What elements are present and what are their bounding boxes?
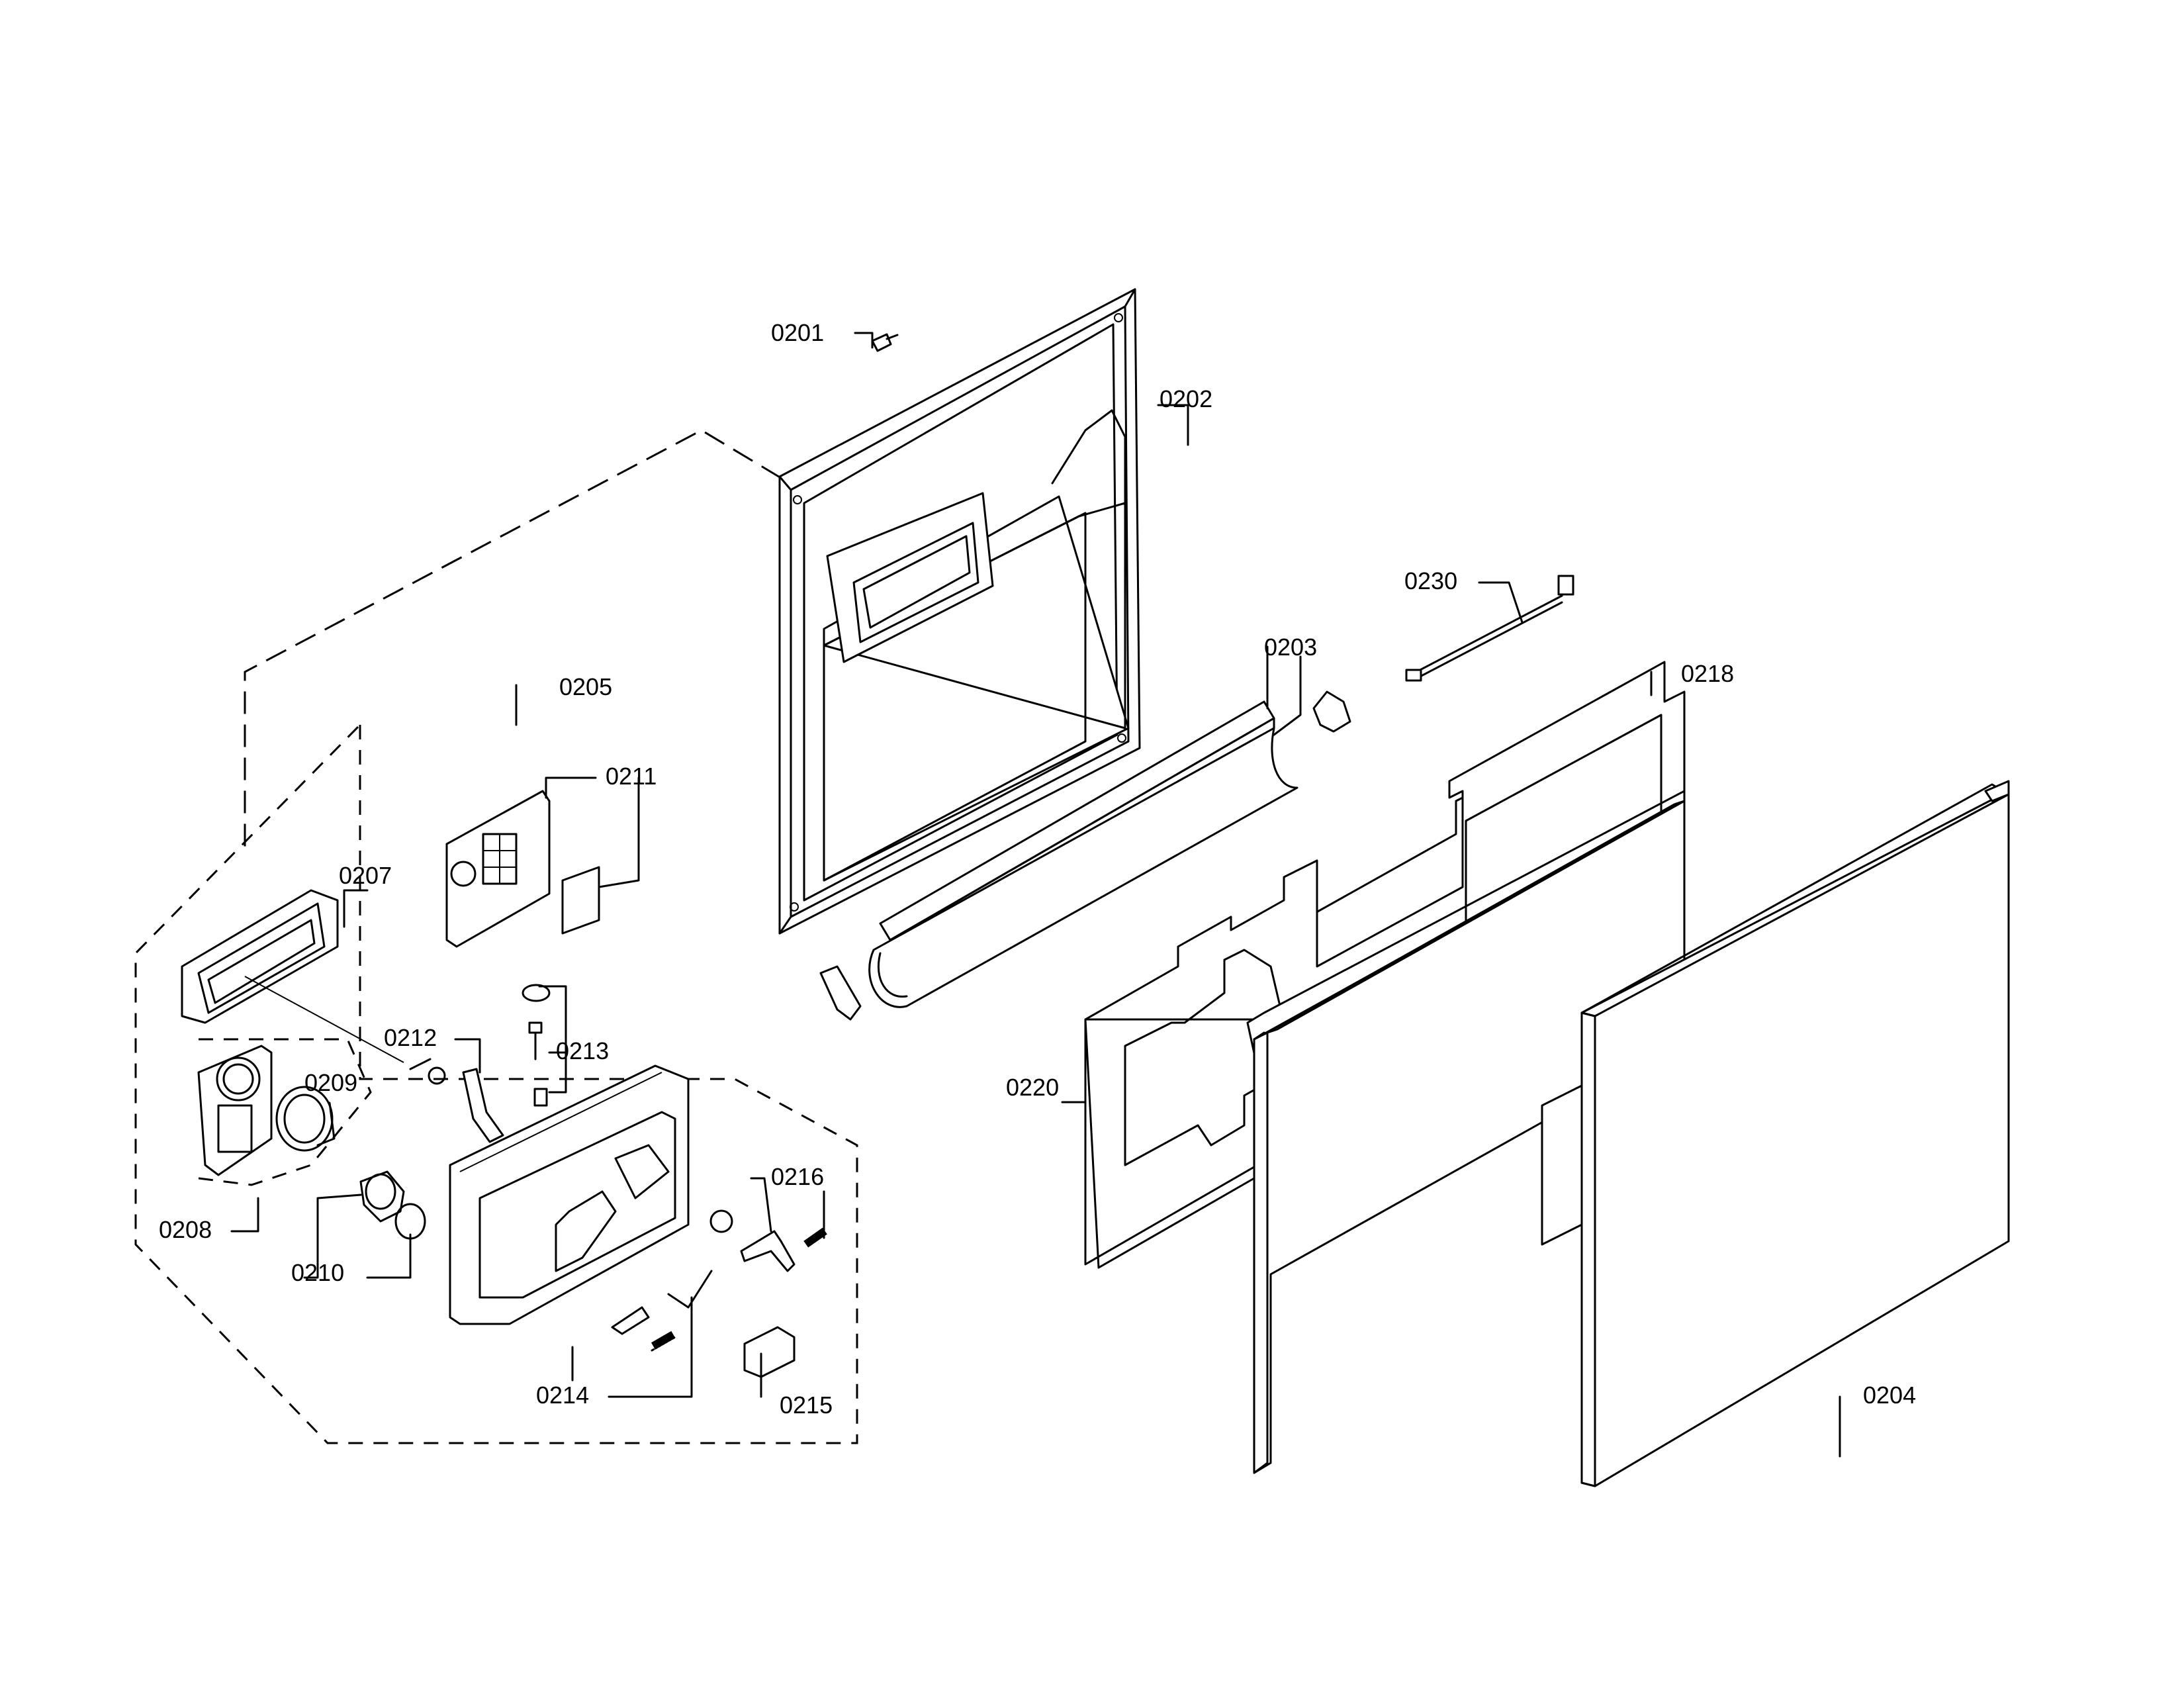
label-0201: 0201 <box>771 319 824 346</box>
label-0230: 0230 <box>1404 567 1457 594</box>
insulation-panel-0218 <box>1246 714 1686 1474</box>
clip-0203-right <box>1312 690 1351 733</box>
actuator-parts-0213 <box>522 984 551 1107</box>
screw-0201 <box>871 333 899 352</box>
dispenser-cover-0211 <box>445 790 600 948</box>
label-0207: 0207 <box>339 862 392 889</box>
dispenser-frame-0207 <box>181 889 339 1024</box>
part-labels: 0201 0202 0203 0230 0218 0205 0211 0207 … <box>159 319 1916 1419</box>
label-0202: 0202 <box>1160 385 1212 412</box>
label-0203: 0203 <box>1264 633 1317 661</box>
leader-lines <box>230 332 1841 1458</box>
seal-ring-0209 <box>275 1086 334 1152</box>
label-0214: 0214 <box>536 1382 589 1409</box>
label-0205: 0205 <box>559 673 612 700</box>
assembly-outline-0205 <box>134 724 858 1444</box>
label-0208: 0208 <box>159 1216 212 1243</box>
label-0218: 0218 <box>1681 660 1734 687</box>
bracket-0203-left <box>819 965 862 1021</box>
wire-0230 <box>1405 575 1574 682</box>
switch-0215 <box>743 1326 796 1378</box>
label-0215: 0215 <box>780 1391 833 1419</box>
label-0211: 0211 <box>606 763 657 790</box>
assembly-outline-door-inner <box>244 429 782 847</box>
dispenser-body <box>449 1064 690 1325</box>
float-lever-0216 <box>709 1209 827 1272</box>
lever-springs-0214 <box>611 1270 713 1352</box>
outer-door-panel-0204 <box>1541 780 2010 1487</box>
label-0212: 0212 <box>384 1024 437 1051</box>
lower-trim-rail-0203 <box>868 700 1298 1008</box>
label-0204: 0204 <box>1863 1382 1916 1409</box>
inner-door-frame-0202 <box>778 288 1141 935</box>
label-0220: 0220 <box>1006 1074 1059 1101</box>
assembly-outline-0208 <box>198 1038 372 1186</box>
label-0213: 0213 <box>556 1037 609 1064</box>
lever-0212 <box>409 1058 504 1143</box>
label-0209: 0209 <box>304 1069 357 1096</box>
dispenser-cap-0210 <box>359 1170 426 1240</box>
dispenser-housing-0208 <box>197 1045 273 1176</box>
label-0216: 0216 <box>771 1163 824 1190</box>
label-0210: 0210 <box>291 1259 344 1286</box>
